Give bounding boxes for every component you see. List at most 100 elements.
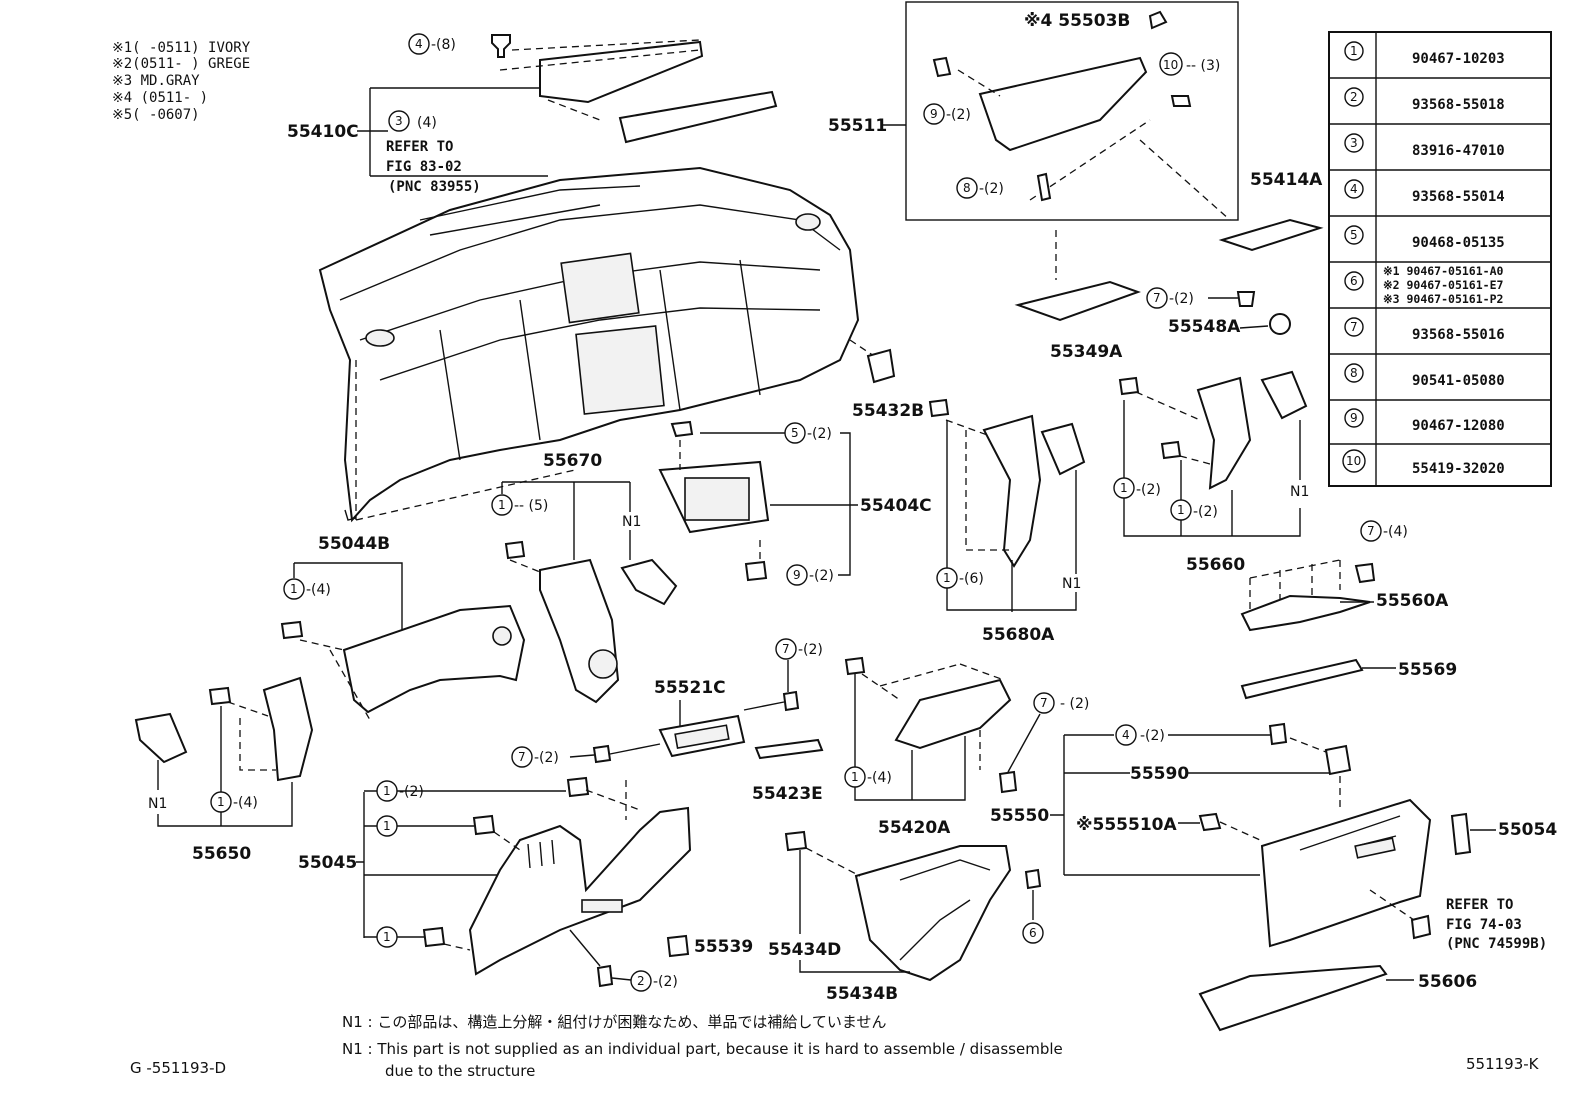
part-55410c-upper[interactable]: [539, 40, 704, 104]
part-55044b[interactable]: [342, 604, 526, 714]
part-55510a[interactable]: [1198, 812, 1222, 832]
label-55521c[interactable]: 55521C: [654, 678, 726, 698]
callout-7-2c: -(2): [534, 750, 559, 766]
label-55590[interactable]: 55590: [1130, 764, 1189, 784]
screw-2[interactable]: [596, 964, 614, 988]
part-55054[interactable]: [1450, 812, 1472, 856]
clip-5[interactable]: [670, 420, 694, 438]
vent-n1-55650[interactable]: [134, 712, 188, 764]
label-55606[interactable]: 55606: [1418, 972, 1477, 992]
table-row-part-number[interactable]: 93568-55018: [1412, 97, 1505, 113]
table-row-part-number[interactable]: 90468-05135: [1412, 235, 1505, 251]
label-55670[interactable]: 55670: [543, 451, 602, 471]
clip-9[interactable]: [932, 56, 952, 78]
part-55410c-lower[interactable]: [618, 90, 778, 144]
label-55511[interactable]: 55511: [828, 116, 887, 136]
table-row-part-number[interactable]: ※2 90467-05161-E7: [1383, 278, 1503, 292]
label-55569[interactable]: 55569: [1398, 660, 1457, 680]
clip-part[interactable]: [491, 34, 511, 58]
pad-part[interactable]: [1170, 95, 1192, 107]
label-55548a[interactable]: 55548A: [1168, 317, 1241, 337]
part-55423e[interactable]: [754, 738, 824, 760]
screw-7-55560a[interactable]: [1354, 562, 1376, 584]
part-55590[interactable]: [1324, 744, 1352, 776]
label-55410c[interactable]: 55410C: [287, 122, 359, 142]
bolt-8[interactable]: [1036, 172, 1052, 202]
part-55503b[interactable]: [1148, 10, 1168, 30]
clip-55434d[interactable]: [784, 830, 808, 852]
clip-1-55650[interactable]: [208, 686, 232, 706]
vent-n1-55680a[interactable]: [1040, 422, 1086, 476]
clip-1-55045c[interactable]: [422, 926, 446, 948]
label-55054[interactable]: 55054: [1498, 820, 1557, 840]
clip-1-55660b[interactable]: [1160, 440, 1182, 460]
label-55432b[interactable]: 55432B: [852, 401, 924, 421]
label-55560a[interactable]: 55560A: [1376, 591, 1449, 611]
part-55650[interactable]: [262, 676, 314, 782]
part-55569[interactable]: [1240, 658, 1364, 700]
label-55420a[interactable]: 55420A: [878, 818, 951, 838]
label-55660[interactable]: 55660: [1186, 555, 1245, 575]
label-55349a[interactable]: 55349A: [1050, 342, 1123, 362]
screw-7-55521c[interactable]: [782, 690, 800, 712]
clip-1-55680a[interactable]: [928, 398, 950, 418]
vent-n1-55660[interactable]: [1260, 370, 1308, 420]
label-55680a[interactable]: 55680A: [982, 625, 1055, 645]
part-55660[interactable]: [1196, 376, 1252, 490]
part-55680a[interactable]: [982, 414, 1042, 568]
part-55560a[interactable]: [1240, 594, 1371, 632]
label-55550[interactable]: 55550: [990, 806, 1049, 826]
label-55539[interactable]: 55539: [694, 937, 753, 957]
screw-4-55550[interactable]: [1268, 722, 1288, 746]
part-55434b[interactable]: [854, 845, 1012, 982]
table-row-part-number[interactable]: 90541-05080: [1412, 373, 1505, 389]
table-row-part-number[interactable]: ※3 90467-05161-P2: [1383, 292, 1503, 306]
part-55045[interactable]: [468, 806, 692, 976]
part-55548a[interactable]: [1269, 313, 1291, 335]
label-55510a[interactable]: ※555510A: [1076, 815, 1177, 835]
vent-n1-55670[interactable]: [620, 558, 678, 606]
screw-7-left[interactable]: [592, 744, 612, 764]
part-55670[interactable]: [539, 558, 620, 704]
label-55045[interactable]: 55045: [298, 853, 357, 873]
label-55423e[interactable]: 55423E: [752, 784, 823, 804]
label-55503b[interactable]: ※4 55503B: [1024, 11, 1130, 31]
label-55434b[interactable]: 55434B: [826, 984, 898, 1004]
svg-text:7: 7: [1040, 696, 1048, 710]
part-55349a[interactable]: [1014, 280, 1141, 322]
svg-text:1: 1: [383, 930, 391, 944]
clip-1-55420a[interactable]: [844, 656, 866, 676]
part-55414a[interactable]: [1218, 218, 1324, 252]
table-row-part-number[interactable]: ※1 90467-05161-A0: [1383, 264, 1503, 278]
label-55434d[interactable]: 55434D: [768, 940, 841, 960]
clip-9b[interactable]: [744, 560, 768, 582]
table-row-part-number[interactable]: 83916-47010: [1412, 143, 1505, 159]
part-55432b[interactable]: [866, 348, 896, 384]
part-55539[interactable]: [666, 934, 690, 958]
clip-1-55045a[interactable]: [566, 776, 590, 798]
table-row-number: 1: [1350, 44, 1358, 58]
clip-6[interactable]: [1024, 868, 1042, 890]
part-55606[interactable]: [1198, 964, 1388, 1032]
label-55414a[interactable]: 55414A: [1250, 170, 1323, 190]
table-row-part-number[interactable]: 93568-55016: [1412, 327, 1505, 343]
part-55420a[interactable]: [894, 678, 1012, 750]
table-row-part-number[interactable]: 55419-32020: [1412, 461, 1505, 477]
table-row-part-number[interactable]: 90467-10203: [1412, 51, 1505, 67]
label-55404c[interactable]: 55404C: [860, 496, 932, 516]
svg-text:9: 9: [793, 568, 801, 582]
label-55650[interactable]: 55650: [192, 844, 251, 864]
callout-5-2: -(2): [807, 426, 832, 442]
clip-1-55660a[interactable]: [1118, 376, 1140, 396]
part-refer-74599b[interactable]: [1410, 914, 1432, 940]
table-row-part-number[interactable]: 93568-55014: [1412, 189, 1505, 205]
table-row-part-number[interactable]: 90467-12080: [1412, 418, 1505, 434]
screw-7[interactable]: [1236, 291, 1256, 307]
clip-1-55044b[interactable]: [280, 620, 304, 640]
screw-7-55420a[interactable]: [998, 770, 1018, 794]
clip-1-55045b[interactable]: [472, 814, 496, 836]
part-glovebox[interactable]: [1260, 798, 1432, 948]
clip-1-55670[interactable]: [504, 540, 526, 560]
label-55044b[interactable]: 55044B: [318, 534, 390, 554]
part-55511[interactable]: [978, 56, 1148, 152]
